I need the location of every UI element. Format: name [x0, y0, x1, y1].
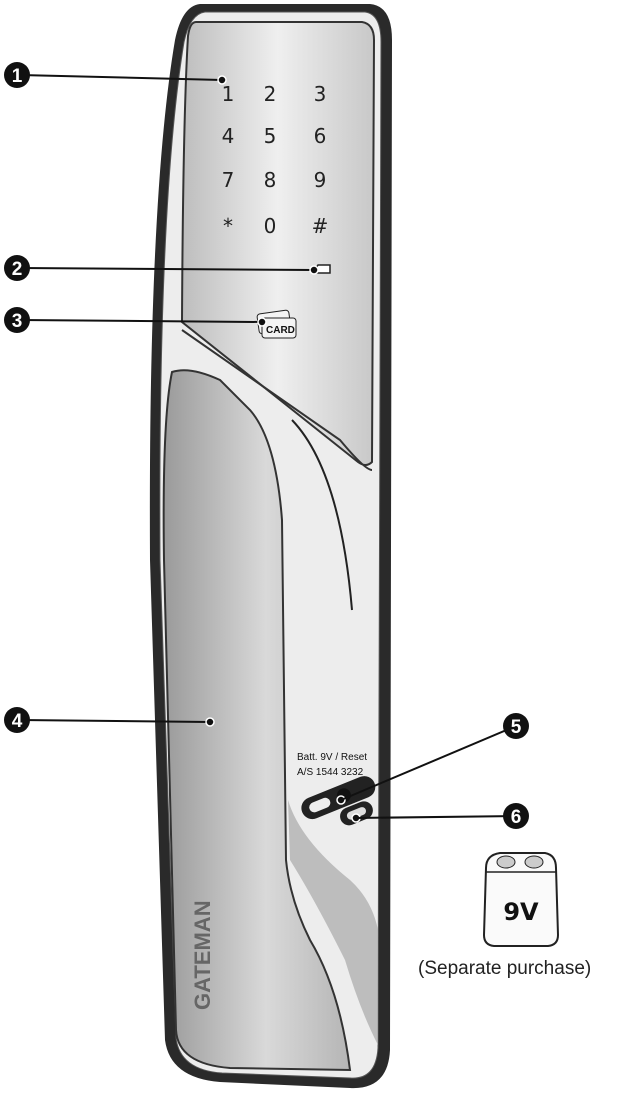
callout-2: 2 — [4, 255, 30, 281]
callout-4: 4 — [4, 707, 30, 733]
svg-text:2: 2 — [12, 259, 23, 280]
leader-lines — [19, 74, 517, 819]
key-star[interactable]: * — [223, 214, 233, 238]
callout-3: 3 — [4, 307, 30, 333]
svg-text:3: 3 — [12, 311, 23, 332]
key-6[interactable]: 6 — [314, 124, 327, 148]
key-4[interactable]: 4 — [222, 124, 235, 148]
keypad-panel — [180, 21, 376, 466]
svg-text:4: 4 — [12, 711, 23, 732]
key-0[interactable]: 0 — [264, 214, 277, 238]
card-reader-icon: CARD — [256, 309, 297, 339]
brand-logo: GATEMAN — [190, 900, 215, 1010]
key-1[interactable]: 1 — [222, 82, 235, 106]
svg-text:5: 5 — [511, 717, 522, 738]
battery-label: 9V — [503, 898, 539, 926]
leader-dots — [205, 75, 319, 727]
key-2[interactable]: 2 — [264, 82, 277, 106]
panel-edge — [181, 329, 373, 471]
callout-6: 6 — [503, 803, 529, 829]
key-hash[interactable]: # — [312, 214, 329, 238]
service-number-label: A/S 1544 3232 — [297, 767, 364, 778]
callout-5: 5 — [503, 713, 529, 739]
callout-1: 1 — [4, 62, 30, 88]
battery-9v-icon: 9V — [482, 852, 560, 947]
key-9[interactable]: 9 — [314, 168, 327, 192]
svg-text:6: 6 — [511, 807, 522, 828]
keypad-keys: 1 2 3 4 5 6 7 8 9 * 0 # — [222, 82, 329, 238]
handle — [162, 369, 352, 1072]
body-contour — [291, 419, 353, 611]
svg-text:1: 1 — [12, 66, 23, 87]
handle-shadow — [288, 800, 378, 1045]
battery-reset-label: Batt. 9V / Reset — [297, 752, 367, 763]
key-8[interactable]: 8 — [264, 168, 277, 192]
battery-caption: (Separate purchase) — [418, 958, 592, 979]
key-7[interactable]: 7 — [222, 168, 235, 192]
key-5[interactable]: 5 — [264, 124, 277, 148]
key-3[interactable]: 3 — [314, 82, 327, 106]
card-label: CARD — [266, 325, 295, 336]
